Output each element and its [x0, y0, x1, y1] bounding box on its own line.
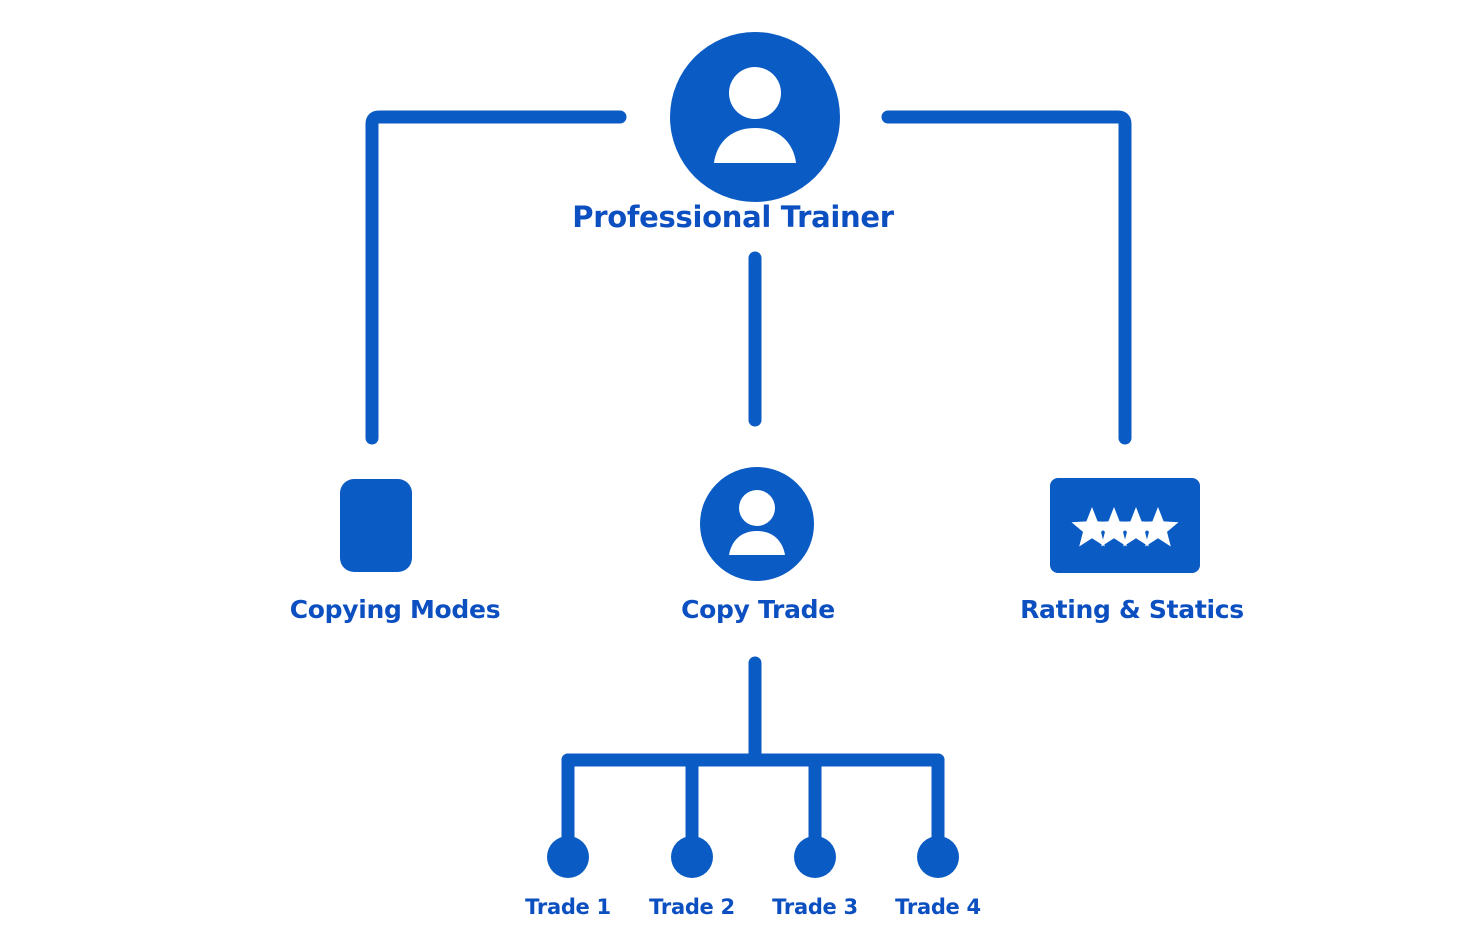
trade-1-label: Trade 1 — [525, 895, 611, 919]
trade-node-dots — [547, 836, 959, 878]
node-copying-modes[interactable] — [340, 479, 412, 572]
trade-node-dot[interactable] — [671, 836, 713, 878]
trade-4-label: Trade 4 — [895, 895, 981, 919]
star-4 — [1137, 507, 1179, 547]
connector-group-root-to-tier2 — [365, 110, 1132, 445]
trade-3-label: Trade 3 — [772, 895, 858, 919]
star-3 — [1115, 507, 1157, 547]
professional-trainer-label: Professional Trainer — [572, 200, 894, 234]
document-card-icon — [340, 479, 412, 572]
star-2 — [1093, 507, 1135, 547]
star-1 — [1071, 507, 1113, 547]
connector-root-to-rating-statics — [881, 110, 1132, 445]
copying-modes-label: Copying Modes — [289, 595, 501, 624]
trade-node-dot[interactable] — [547, 836, 589, 878]
node-rating-statics[interactable] — [1050, 478, 1200, 573]
trade-2-label: Trade 2 — [649, 895, 735, 919]
node-professional-trainer[interactable] — [670, 32, 840, 202]
node-copy-trade[interactable] — [700, 467, 814, 581]
trade-node-dot[interactable] — [917, 836, 959, 878]
connector-root-to-copying-modes — [365, 110, 627, 445]
person-avatar-icon — [714, 67, 796, 163]
four-stars-icon — [1071, 507, 1179, 547]
copy-trade-label: Copy Trade — [681, 595, 835, 624]
trade-node-dot[interactable] — [794, 836, 836, 878]
connector-group-copytrade-to-trades — [561, 656, 945, 859]
rating-statics-label: Rating & Statics — [1020, 595, 1244, 624]
person-avatar-icon — [729, 490, 785, 555]
